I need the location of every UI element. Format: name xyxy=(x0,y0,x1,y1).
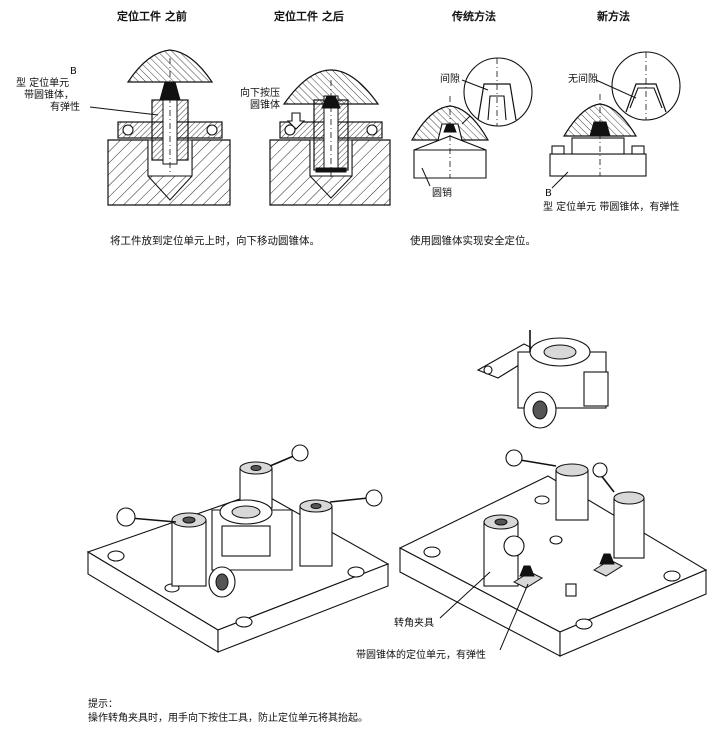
arrow-down-icon xyxy=(286,112,306,130)
plate-hole-r5 xyxy=(549,535,563,545)
clamp-back-right xyxy=(555,469,589,521)
leader-round-pin xyxy=(421,167,431,187)
handle-ball-back xyxy=(291,444,309,462)
plate-hole-r4 xyxy=(534,495,550,505)
plate-hole-3 xyxy=(347,566,365,578)
clamp-far-right xyxy=(613,497,645,559)
plate-hole-r1 xyxy=(423,546,441,558)
locating-pin xyxy=(565,583,577,597)
label-b-new-desc: 型 定位单元 带圆锥体，有弹性 xyxy=(543,200,679,213)
workpiece-flange-inner xyxy=(532,400,548,420)
plate-side-right xyxy=(559,569,707,657)
label-press-down-1: 向下按压 xyxy=(240,86,280,99)
workpiece-arm-hole xyxy=(483,365,493,375)
label-gap: 间隙 xyxy=(440,72,460,85)
label-b-type-1: 型 定位单元 xyxy=(16,76,69,89)
caption-right: 使用圆锥体实现安全定位。 xyxy=(410,234,536,247)
handle-ball-far-right xyxy=(592,462,608,478)
workpiece-hump xyxy=(126,49,214,83)
clamp-handle-left xyxy=(129,517,177,523)
label-press-down-2: 圆锥体 xyxy=(250,99,280,111)
leader-b-type xyxy=(89,106,159,116)
label-b-type-2: 带圆锥体， xyxy=(24,89,74,101)
bore-cone-after xyxy=(309,175,353,199)
plate-hole-r2 xyxy=(575,618,593,630)
zoom-pin-gap xyxy=(487,95,507,121)
locating-body-new xyxy=(571,137,625,155)
leader-b-new xyxy=(551,171,569,189)
label-round-pin: 圆销 xyxy=(432,186,452,199)
plate-hole-2 xyxy=(235,616,253,628)
flange-hole-right xyxy=(206,124,218,136)
locating-base-new xyxy=(549,153,647,177)
workpiece-top-bore xyxy=(543,344,577,360)
caption-left: 将工件放到定位单元上时，向下移动圆锥体。 xyxy=(110,234,320,247)
label-b-marker: B xyxy=(70,66,77,77)
header-after: 定位工件 之后 xyxy=(274,9,344,23)
section-before-locating: B 型 定位单元 带圆锥体， 有弹性 xyxy=(16,49,231,206)
clamp-bolt-left xyxy=(182,516,196,524)
bolt-right-new xyxy=(631,145,645,155)
fixture-assembly-left xyxy=(86,444,390,653)
clamp-handle-right xyxy=(329,497,369,503)
header-before: 定位工件 之前 xyxy=(117,9,187,23)
locating-cone-2 xyxy=(599,553,615,565)
leader-locating-unit xyxy=(499,583,529,651)
flange-hole-left-after xyxy=(284,124,296,136)
section-new-method: 无间隙 B 型 定位单元 带圆锥体，有弹性 xyxy=(543,51,681,213)
fixture-plate-side xyxy=(217,563,389,653)
bolt-left-new xyxy=(551,145,565,155)
workpiece-floating xyxy=(476,330,609,429)
flange-hole-left xyxy=(122,124,134,136)
workpiece-hump-after xyxy=(282,69,380,105)
header-new-method: 新方法 xyxy=(597,9,630,23)
workpiece-bore xyxy=(231,505,261,519)
clamp-bolt-right xyxy=(310,503,322,509)
handle-ball-left xyxy=(116,507,136,527)
workpiece-side-block xyxy=(583,371,609,407)
swing-clamp-ball xyxy=(503,535,525,557)
leader-gap xyxy=(461,79,489,91)
plate-hole-r3 xyxy=(663,570,681,582)
label-b-new-marker: B xyxy=(545,188,552,199)
section-after-locating: 向下按压 圆锥体 xyxy=(240,69,391,206)
label-no-gap: 无间隙 xyxy=(568,72,598,85)
note-title: 提示： xyxy=(88,698,118,710)
callout-swing-clamp: 转角夹具 xyxy=(394,616,434,629)
header-traditional: 传统方法 xyxy=(451,9,496,23)
callout-locating-unit: 带圆锥体的定位单元，有弹性 xyxy=(356,648,486,661)
handle-ball-right xyxy=(365,489,383,507)
clamp-body-right xyxy=(299,505,333,567)
clamp-handle-back xyxy=(269,454,297,467)
zoom-circle-gap xyxy=(463,57,533,127)
note-body: 操作转角夹具时，用手向下按住工具，防止定位单元将其抬起。 xyxy=(88,711,368,724)
handle-ball-back-right xyxy=(505,449,523,467)
clamp-bolt-back xyxy=(250,465,262,471)
flange-hole-right-after xyxy=(366,124,378,136)
section-traditional: 间隙 圆销 xyxy=(410,57,533,199)
leader-swing-clamp xyxy=(439,571,491,619)
locating-cone-1 xyxy=(519,565,535,577)
fixture-assembly-right xyxy=(398,449,708,657)
zoom-link-trad xyxy=(461,115,471,125)
clamp-body-left xyxy=(171,519,207,587)
bore-cone xyxy=(147,175,193,201)
workpiece-port-inner xyxy=(215,573,229,591)
leader-no-gap xyxy=(595,79,637,99)
swing-clamp-bolt xyxy=(494,518,508,526)
clamp-top-back-right xyxy=(555,463,589,477)
workpiece-housing xyxy=(221,525,271,557)
clamp-handle-back-right xyxy=(519,459,557,467)
clamp-top-far-right xyxy=(613,491,645,505)
plate-hole-1 xyxy=(107,550,125,562)
label-b-type-3: 有弹性 xyxy=(50,100,80,113)
